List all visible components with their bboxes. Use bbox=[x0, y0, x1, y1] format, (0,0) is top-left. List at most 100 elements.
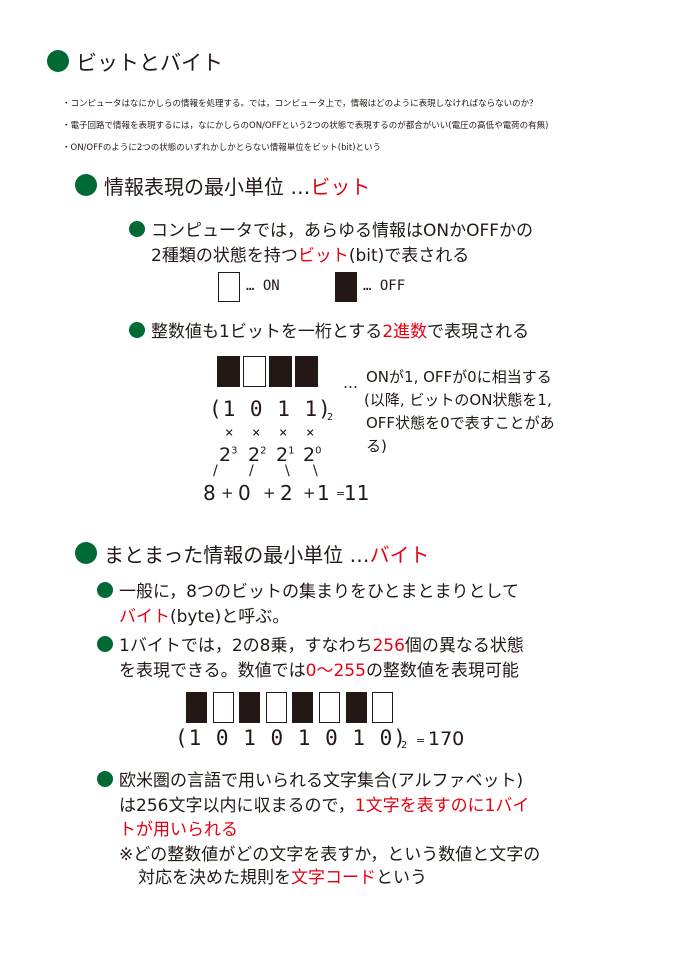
section2-bullet2-icon bbox=[97, 636, 113, 652]
power-2-2: 22 bbox=[248, 444, 266, 466]
section2-bullet2-line2: を表現できる。数値では0〜255の整数値を表現可能 bbox=[119, 656, 519, 681]
byte-equals: = bbox=[416, 734, 426, 747]
sum-term-2: 0 bbox=[238, 481, 251, 505]
charset-highlight: 1文字を表すのに1バイ bbox=[354, 796, 530, 816]
power-exponent: 2 bbox=[260, 445, 267, 457]
sum-equals: = bbox=[336, 487, 346, 500]
connector-2: / bbox=[249, 463, 254, 479]
section2-bullet2-line1: 1バイトでは，2の8乗，すなわち256個の異なる状態 bbox=[119, 631, 524, 656]
bit-definition-pre: 2種類の状態を持つ bbox=[151, 246, 298, 266]
section2-bullet1-icon bbox=[97, 582, 113, 598]
section2-bullet3-icon bbox=[97, 771, 113, 787]
section1-heading: 情報表現の最小単位 …ビット bbox=[104, 171, 370, 200]
power-exponent: 0 bbox=[315, 445, 322, 457]
times-sign-3: × bbox=[279, 425, 288, 441]
section2-bullet3-note1: ※どの整数値がどの文字を表すか，という数値と文字の bbox=[119, 845, 541, 865]
explain-line-4: る) bbox=[366, 437, 387, 455]
section1-bullet2-icon bbox=[129, 322, 145, 338]
power-base: 2 bbox=[248, 444, 261, 466]
power-2-3: 23 bbox=[219, 444, 237, 466]
times-sign-4: × bbox=[306, 425, 315, 441]
section2-bullet1-line2: バイト(byte)と呼ぶ。 bbox=[119, 602, 289, 627]
bit-box bbox=[217, 356, 240, 387]
sum-plus-2: + bbox=[263, 484, 276, 502]
off-state-box bbox=[335, 272, 357, 302]
section2-bullet3-line1: 欧米圏の言語で用いられる文字集合(アルファベット) bbox=[119, 771, 524, 791]
section1-heading-text: 情報表現の最小単位 … bbox=[104, 175, 311, 199]
explain-ellipsis: … bbox=[343, 374, 358, 392]
power-exponent: 1 bbox=[288, 445, 295, 457]
binary-term: 2進数 bbox=[382, 322, 428, 342]
byte-result: 170 bbox=[428, 728, 465, 750]
connector-4: \ bbox=[313, 463, 318, 479]
bit-definition-post: (bit)で表される bbox=[348, 246, 470, 266]
section1-bullet2-line: 整数値も1ビットを一桁とする2進数で表現される bbox=[151, 317, 529, 342]
byte-range: 0〜255 bbox=[305, 661, 366, 681]
power-base: 2 bbox=[303, 444, 316, 466]
byte-states-count: 256 bbox=[372, 636, 405, 656]
bit-definition-term: ビット bbox=[297, 246, 349, 266]
intro-line-3: ・ON/OFFのように2つの状態のいずれかしかとらない情報単位をビット(bit)… bbox=[62, 143, 382, 153]
charcode-term: 文字コード bbox=[291, 868, 376, 888]
sum-plus-3: + bbox=[303, 484, 316, 502]
power-base: 2 bbox=[219, 444, 232, 466]
section2-bullet1-line1: 一般に，8つのビットの集まりをひとまとまりとして bbox=[119, 582, 519, 602]
sum-term-4: 1 bbox=[317, 481, 330, 505]
sum-term-3: 2 bbox=[280, 481, 293, 505]
byte-bit-box bbox=[186, 692, 207, 723]
section1-bullet-icon bbox=[75, 174, 97, 196]
section2-heading-text: まとまった情報の最小単位 … bbox=[104, 543, 370, 567]
section1-bullet1-line1: コンピュータでは，あらゆる情報はONかOFFかの bbox=[151, 221, 534, 241]
byte-range-post: の整数値を表現可能 bbox=[365, 661, 519, 681]
bit-box bbox=[295, 356, 318, 387]
byte-states-pre: 1バイトでは，2の8乗，すなわち bbox=[119, 636, 373, 656]
power-base: 2 bbox=[276, 444, 289, 466]
byte-binary-base: 2 bbox=[401, 740, 408, 751]
connector-3: \ bbox=[285, 463, 290, 479]
byte-bit-box bbox=[239, 692, 261, 723]
bit-box bbox=[243, 356, 266, 387]
page-title: ビットとバイト bbox=[76, 51, 223, 75]
bit-box bbox=[269, 356, 292, 387]
byte-binary-number: (1 0 1 0 1 0 1 0) bbox=[175, 726, 407, 750]
section2-bullet3-line3: トが用いられる bbox=[119, 820, 238, 840]
section2-bullet3-note2: 対応を決めた規則を文字コードという bbox=[138, 863, 427, 888]
off-label: … OFF bbox=[363, 278, 406, 294]
charset-pre: は256文字以内に収まるので， bbox=[119, 796, 355, 816]
explain-line-2: (以降, ビットのON状態を1, bbox=[364, 391, 552, 409]
section2-bullet3-line2: は256文字以内に収まるので，1文字を表すのに1バイ bbox=[119, 791, 529, 816]
binary-number: (1 0 1 1) bbox=[209, 397, 332, 421]
byte-bit-box bbox=[292, 692, 314, 723]
on-label: … ON bbox=[246, 278, 280, 294]
on-state-box bbox=[218, 272, 240, 302]
connector-1: / bbox=[213, 463, 218, 479]
power-2-0: 20 bbox=[303, 444, 321, 466]
byte-definition-post: (byte)と呼ぶ。 bbox=[170, 607, 290, 627]
binary-text-post: で表現される bbox=[427, 322, 530, 342]
power-2-1: 21 bbox=[276, 444, 294, 466]
title-bullet-icon bbox=[47, 50, 69, 72]
byte-bit-box bbox=[372, 692, 394, 723]
power-exponent: 3 bbox=[231, 445, 238, 457]
section2-bullet-icon bbox=[75, 542, 97, 564]
section1-bullet1-line2: 2種類の状態を持つビット(bit)で表される bbox=[151, 241, 469, 266]
sum-plus-1: + bbox=[221, 484, 234, 502]
sum-term-1: 8 bbox=[203, 481, 216, 505]
times-sign-2: × bbox=[252, 425, 261, 441]
byte-bit-box bbox=[345, 692, 367, 723]
byte-bit-box bbox=[265, 692, 287, 723]
byte-states-post: 個の異なる状態 bbox=[404, 636, 524, 656]
intro-line-1: ・コンピュータはなにかしらの情報を処理する。では，コンピュータ上で，情報はどのよ… bbox=[62, 99, 538, 109]
sum-result: 11 bbox=[344, 481, 370, 505]
intro-line-2: ・電子回路で情報を表現するには，なにかしらのON/OFFという2つの状態で表現す… bbox=[62, 121, 549, 131]
binary-text-pre: 整数値も1ビットを一桁とする bbox=[151, 322, 383, 342]
byte-bit-box bbox=[319, 692, 340, 723]
section1-bullet1-icon bbox=[129, 221, 145, 237]
charcode-post: という bbox=[376, 868, 427, 888]
charcode-pre: 対応を決めた規則を bbox=[138, 868, 291, 888]
section2-heading-highlight: バイト bbox=[369, 543, 430, 567]
byte-term: バイト bbox=[119, 607, 170, 627]
binary-base: 2 bbox=[327, 412, 334, 423]
byte-range-pre: を表現できる。数値では bbox=[119, 661, 306, 681]
explain-line-1: ONが1, OFFが0に相当する bbox=[366, 368, 552, 386]
